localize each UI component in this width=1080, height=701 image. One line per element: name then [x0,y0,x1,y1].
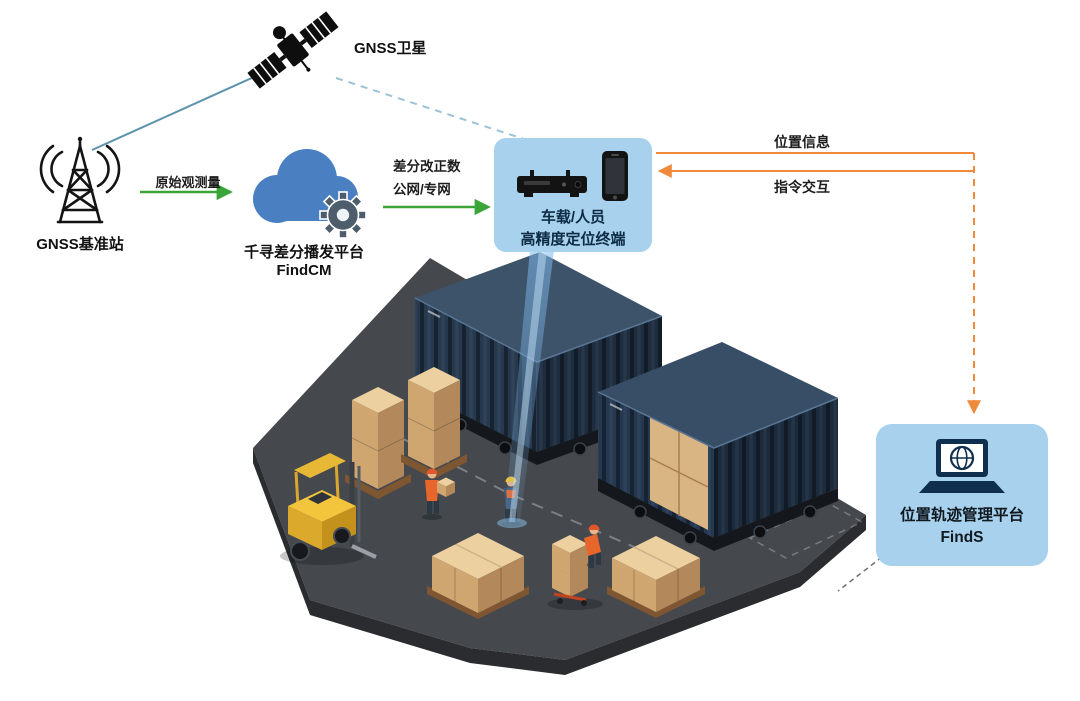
cloud-platform-label: 千寻差分播发平台 FindCM [208,241,400,279]
gnss-satellite-label: GNSS卫星 [354,40,427,57]
worker-carrying-box [422,468,455,520]
terminal-label-line1: 车载/人员 [540,209,606,226]
management-platform-label-line2: FindS [940,529,984,547]
terminal-bubble: 车载/人员 高精度定位终端 [494,138,652,252]
gnss-satellite-icon [240,4,346,96]
crate-bottom-center [427,533,529,619]
terminal-label-line2: 高精度定位终端 [520,230,626,248]
management-platform-bubble: 位置轨迹管理平台 FindS [876,424,1048,566]
vehicle-terminal-icon [517,170,587,197]
diff-correction-label-line1: 差分改正数 [393,159,461,174]
gnss-base-station-label: GNSS基准站 [36,236,124,253]
position-info-label: 位置信息 [774,134,830,150]
globe-icon [949,445,975,471]
command-interaction-label: 指令交互 [774,179,830,195]
positioning-beam [497,250,554,528]
management-platform-label-line1: 位置轨迹管理平台 [899,507,1024,524]
crate-bottom-right [607,536,705,618]
cloud-platform-label-line2: FindCM [276,262,332,279]
satellite-terminal-link [335,77,525,140]
connector-lines [91,71,981,592]
diff-correction-label-line2: 公网/专网 [393,182,451,197]
finds-leader-line [837,556,883,592]
laptop-globe-icon [919,439,1005,493]
cloud-platform-label-line1: 千寻差分播发平台 [243,244,364,261]
gnss-base-station-icon [18,136,142,230]
forklift [280,453,377,565]
smartphone-icon [602,151,628,201]
raw-observation-label: 原始观测量 [155,175,221,190]
pallet-jack-and-worker [547,524,603,610]
terminal-icons [516,149,630,203]
container-right [597,342,839,551]
satellite-base-link [91,71,266,151]
cloud-platform-icon [233,137,375,241]
